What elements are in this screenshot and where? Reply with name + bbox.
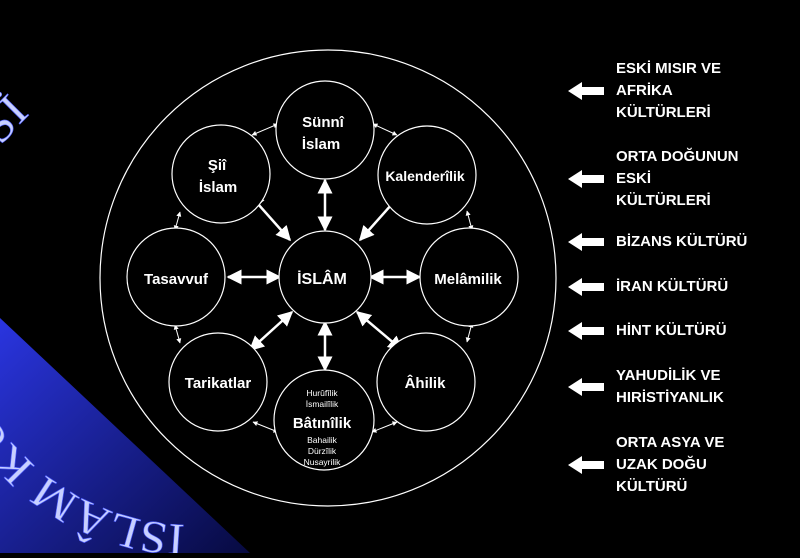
influence-item: BİZANS KÜLTÜRÜ — [568, 231, 796, 253]
influence-item: ORTA DOĞUNUN ESKİ KÜLTÜRLERİ — [568, 146, 796, 212]
influence-label-line: ORTA DOĞUNUN — [616, 148, 739, 165]
node-sunni — [275, 80, 375, 180]
shii-label-2: İslam — [199, 179, 237, 196]
shii-label-1: Şiî — [208, 157, 227, 174]
influence-item: ESKİ MISIR VE AFRİKA KÜLTÜRLERİ — [568, 58, 796, 124]
batinilik-sub-durzilik: Dürzîlik — [308, 446, 337, 456]
influence-label-line: ESKİ — [616, 170, 652, 187]
left-arrow-icon — [568, 82, 604, 100]
influence-label-line: UZAK DOĞU — [616, 456, 707, 473]
node-batinilik — [273, 369, 375, 471]
influence-label: İRAN KÜLTÜRÜ — [616, 276, 796, 298]
influence-item: ORTA ASYA VE UZAK DOĞU KÜLTÜRÜ — [568, 432, 796, 498]
outer-circle — [99, 49, 557, 507]
blue-wedge-decoration — [0, 318, 250, 553]
node-kalenderilik — [377, 125, 477, 225]
influence-item: İRAN KÜLTÜRÜ — [568, 276, 796, 298]
left-arrow-icon — [568, 456, 604, 474]
node-ahilik — [376, 332, 476, 432]
center-label: İSLÂM — [297, 269, 347, 288]
influence-label-line: AFRİKA — [616, 82, 673, 99]
ahilik-label: Âhilik — [405, 374, 446, 392]
influence-label-line: HİNT KÜLTÜRÜ — [616, 322, 727, 339]
batinilik-sub-ismaililik: İsmailîlik — [306, 399, 339, 409]
batinilik-sub-bahailik: Bahailik — [307, 435, 338, 445]
influence-label-line: KÜLTÜRLERİ — [616, 192, 711, 209]
influence-label: ESKİ MISIR VE AFRİKA KÜLTÜRLERİ — [616, 58, 796, 124]
influence-label: BİZANS KÜLTÜRÜ — [616, 231, 796, 253]
influence-label: HİNT KÜLTÜRÜ — [616, 320, 796, 342]
influence-item: HİNT KÜLTÜRÜ — [568, 320, 796, 342]
influence-label-line: KÜLTÜRLERİ — [616, 104, 711, 121]
batinilik-label: Bâtınîlik — [293, 415, 352, 432]
influence-label-line: KÜLTÜRÜ — [616, 478, 688, 495]
influence-label-line: YAHUDİLİK VE — [616, 367, 721, 384]
node-islam-center — [278, 230, 372, 324]
kalenderilik-label: Kalenderîlik — [385, 168, 465, 184]
left-arrow-icon — [568, 322, 604, 340]
influence-label-line: ORTA ASYA VE — [616, 434, 725, 451]
influence-label: YAHUDİLİK VE HIRİSTİYANLIK — [616, 365, 796, 409]
sunni-label-1: Sünnî — [302, 114, 344, 131]
influence-label: ORTA ASYA VE UZAK DOĞU KÜLTÜRÜ — [616, 432, 796, 498]
sunni-label-2: İslam — [302, 136, 340, 153]
left-arrow-icon — [568, 170, 604, 188]
node-tasavvuf — [126, 227, 226, 327]
influence-label: ORTA DOĞUNUN ESKİ KÜLTÜRLERİ — [616, 146, 796, 212]
left-arrow-icon — [568, 278, 604, 296]
ring-connectors — [173, 123, 474, 433]
influence-label-line: HIRİSTİYANLIK — [616, 389, 724, 406]
left-arrow-icon — [568, 378, 604, 396]
tasavvuf-label: Tasavvuf — [144, 271, 209, 288]
node-tarikatlar — [168, 332, 268, 432]
center-connectors — [226, 178, 422, 372]
influence-label-line: BİZANS KÜLTÜRÜ — [616, 233, 748, 250]
left-arrow-icon — [568, 233, 604, 251]
influence-item: YAHUDİLİK VE HIRİSTİYANLIK — [568, 365, 796, 409]
melamilik-label: Melâmilik — [434, 271, 502, 288]
batinilik-sub-nusayrilik: Nusayrilik — [304, 457, 342, 467]
influence-label-line: İRAN KÜLTÜRÜ — [616, 278, 729, 295]
tarikatlar-label: Tarikatlar — [185, 375, 252, 392]
node-melamilik — [419, 227, 519, 327]
influence-label-line: ESKİ MISIR VE — [616, 60, 722, 77]
node-shii — [171, 124, 271, 224]
batinilik-sub-hurufilik: Hurûfîlik — [306, 388, 338, 398]
